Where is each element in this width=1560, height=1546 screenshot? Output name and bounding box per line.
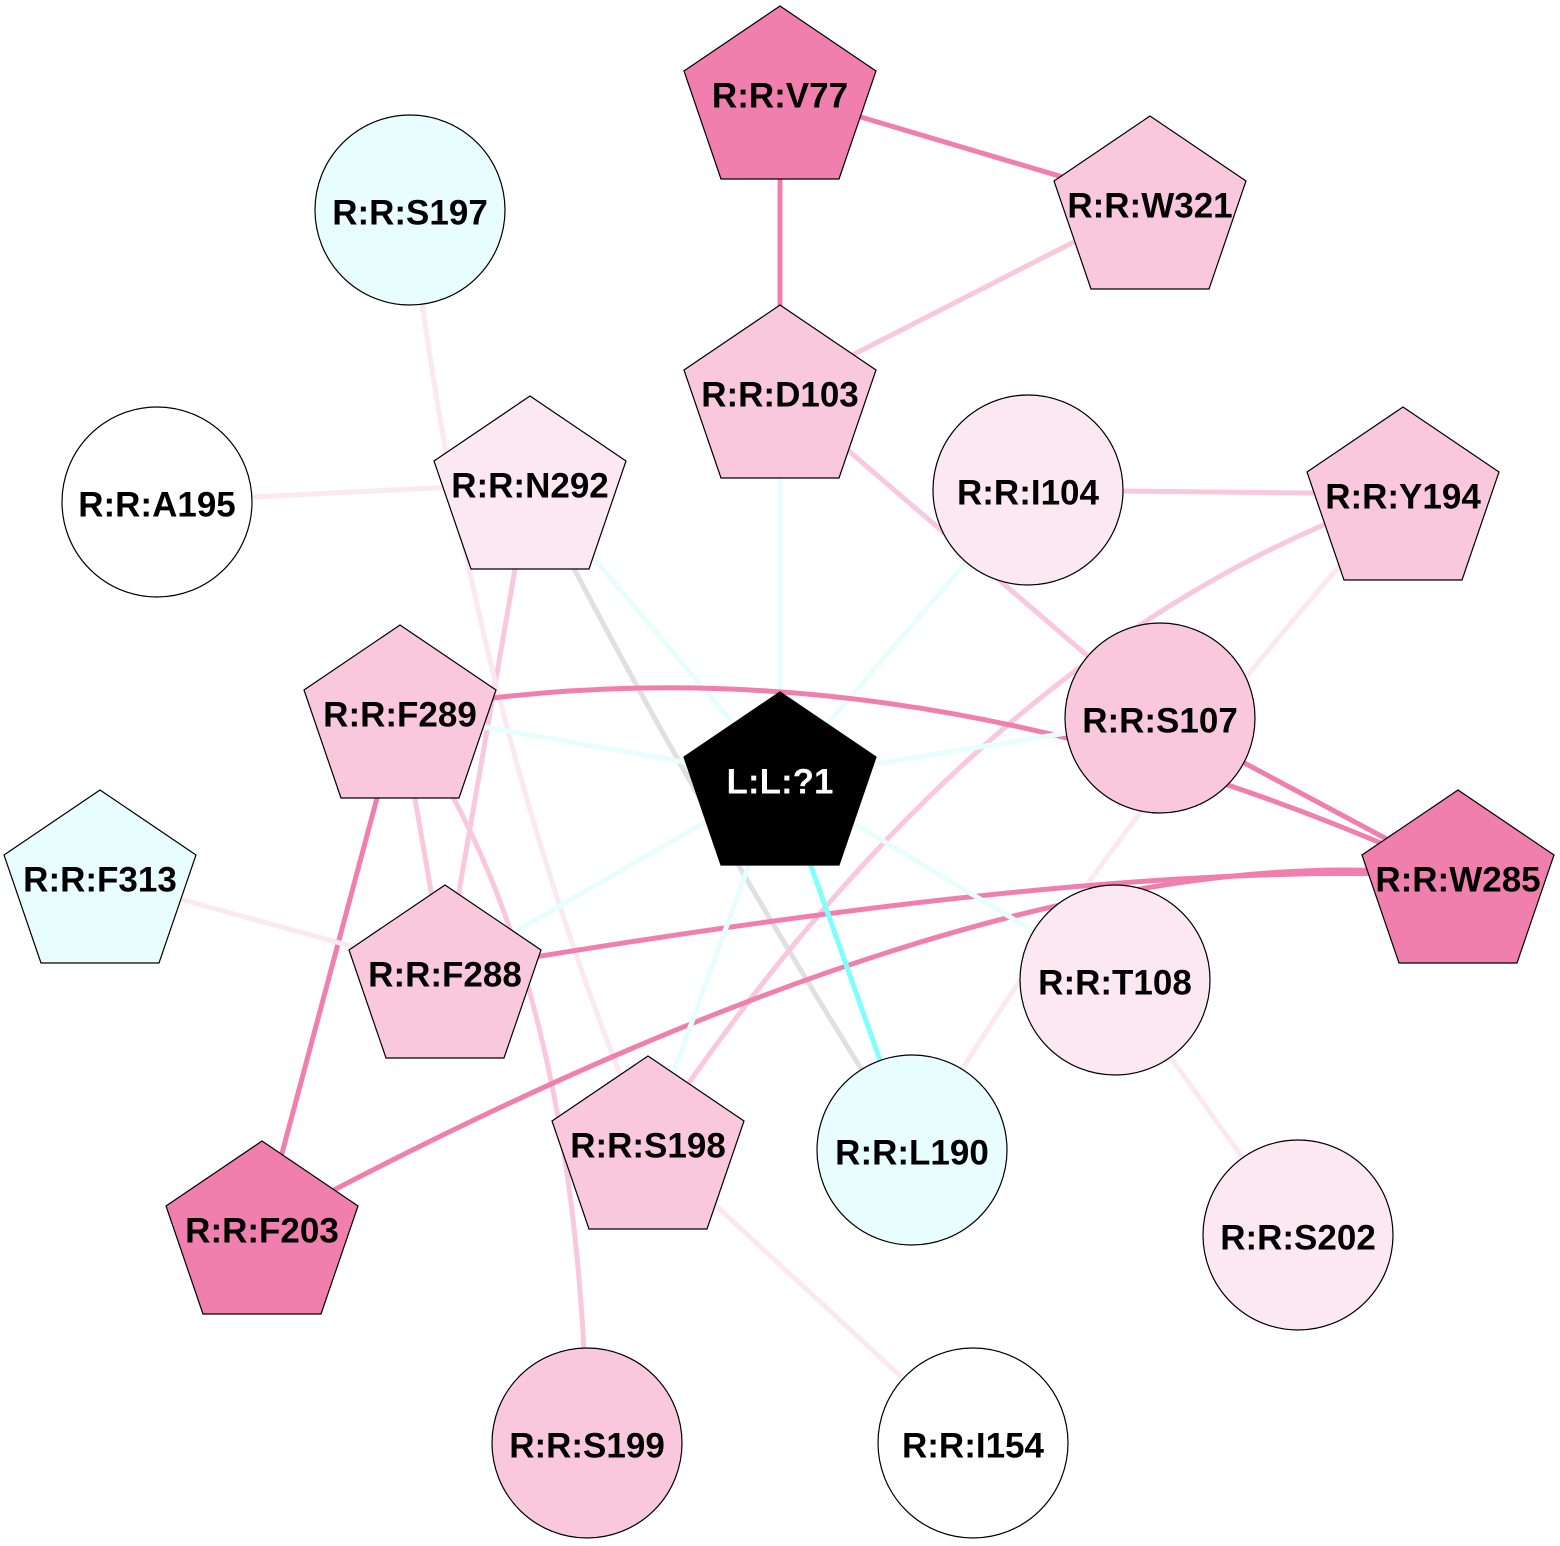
edge-w285-f203 [260, 867, 1459, 1231]
edge-y194-l190 [909, 492, 1405, 1152]
circle-shape [61, 406, 253, 598]
pentagon-shape [683, 304, 877, 479]
node-a195[interactable]: R:R:A195 [61, 406, 253, 598]
node-label: R:R:F313 [23, 861, 177, 900]
pentagon-shape [433, 395, 627, 570]
edge-f289-w285 [399, 685, 1460, 880]
node-label: R:R:S198 [570, 1127, 726, 1166]
pentagon-shape [1306, 406, 1500, 581]
node-s199[interactable]: R:R:S199 [491, 1347, 683, 1539]
node-label: R:R:F288 [368, 956, 522, 995]
node-f288[interactable]: R:R:F288 [348, 884, 542, 1059]
node-label: R:R:S202 [1220, 1219, 1376, 1258]
circle-shape [1064, 622, 1256, 814]
node-f313[interactable]: R:R:F313 [3, 789, 197, 964]
node-w285[interactable]: R:R:W285 [1361, 789, 1555, 964]
node-label: R:R:W285 [1375, 861, 1540, 900]
pentagon-shape [1361, 789, 1555, 964]
node-t108[interactable]: R:R:T108 [1019, 884, 1211, 1076]
circle-shape [932, 394, 1124, 586]
node-f289[interactable]: R:R:F289 [303, 624, 497, 799]
circle-shape [314, 114, 506, 306]
circle-shape [1202, 1139, 1394, 1331]
node-n292[interactable]: R:R:N292 [433, 395, 627, 570]
node-label: R:R:L190 [835, 1134, 989, 1173]
circle-shape [1019, 884, 1211, 1076]
node-label: R:R:Y194 [1325, 478, 1481, 517]
node-s197[interactable]: R:R:S197 [314, 114, 506, 306]
node-i154[interactable]: R:R:I154 [877, 1347, 1069, 1539]
node-label: L:L:?1 [727, 763, 834, 802]
pentagon-shape [303, 624, 497, 799]
node-d103[interactable]: R:R:D103 [683, 304, 877, 479]
pentagon-shape [551, 1055, 745, 1230]
node-lig[interactable]: L:L:?1 [683, 691, 877, 866]
node-label: R:R:S197 [332, 194, 488, 233]
node-f203[interactable]: R:R:F203 [165, 1140, 359, 1315]
node-v77[interactable]: R:R:V77 [683, 5, 877, 180]
node-s107[interactable]: R:R:S107 [1064, 622, 1256, 814]
node-s198[interactable]: R:R:S198 [551, 1055, 745, 1230]
node-w321[interactable]: R:R:W321 [1053, 115, 1247, 290]
node-y194[interactable]: R:R:Y194 [1306, 406, 1500, 581]
pentagon-shape [3, 789, 197, 964]
node-label: R:R:S199 [509, 1427, 665, 1466]
node-label: R:R:S107 [1082, 702, 1238, 741]
circle-shape [816, 1054, 1008, 1246]
node-label: R:R:I104 [957, 474, 1100, 513]
node-label: R:R:N292 [451, 467, 609, 506]
pentagon-shape [348, 884, 542, 1059]
node-label: R:R:F203 [185, 1212, 339, 1251]
circle-shape [491, 1347, 683, 1539]
node-label: R:R:V77 [712, 77, 848, 116]
node-label: R:R:I154 [902, 1427, 1045, 1466]
node-label: R:R:W321 [1067, 187, 1232, 226]
node-label: R:R:A195 [78, 486, 236, 525]
node-label: R:R:D103 [701, 376, 859, 415]
edge-f289-s199 [397, 710, 590, 1444]
node-l190[interactable]: R:R:L190 [816, 1054, 1008, 1246]
node-i104[interactable]: R:R:I104 [932, 394, 1124, 586]
node-label: R:R:F289 [323, 696, 477, 735]
pentagon-shape [683, 5, 877, 180]
pentagon-shape [1053, 115, 1247, 290]
edge-w285-f288 [444, 871, 1459, 975]
node-s202[interactable]: R:R:S202 [1202, 1139, 1394, 1331]
node-label: R:R:T108 [1038, 964, 1192, 1003]
circle-shape [877, 1347, 1069, 1539]
pentagon-shape [683, 691, 877, 866]
pentagon-shape [165, 1140, 359, 1315]
